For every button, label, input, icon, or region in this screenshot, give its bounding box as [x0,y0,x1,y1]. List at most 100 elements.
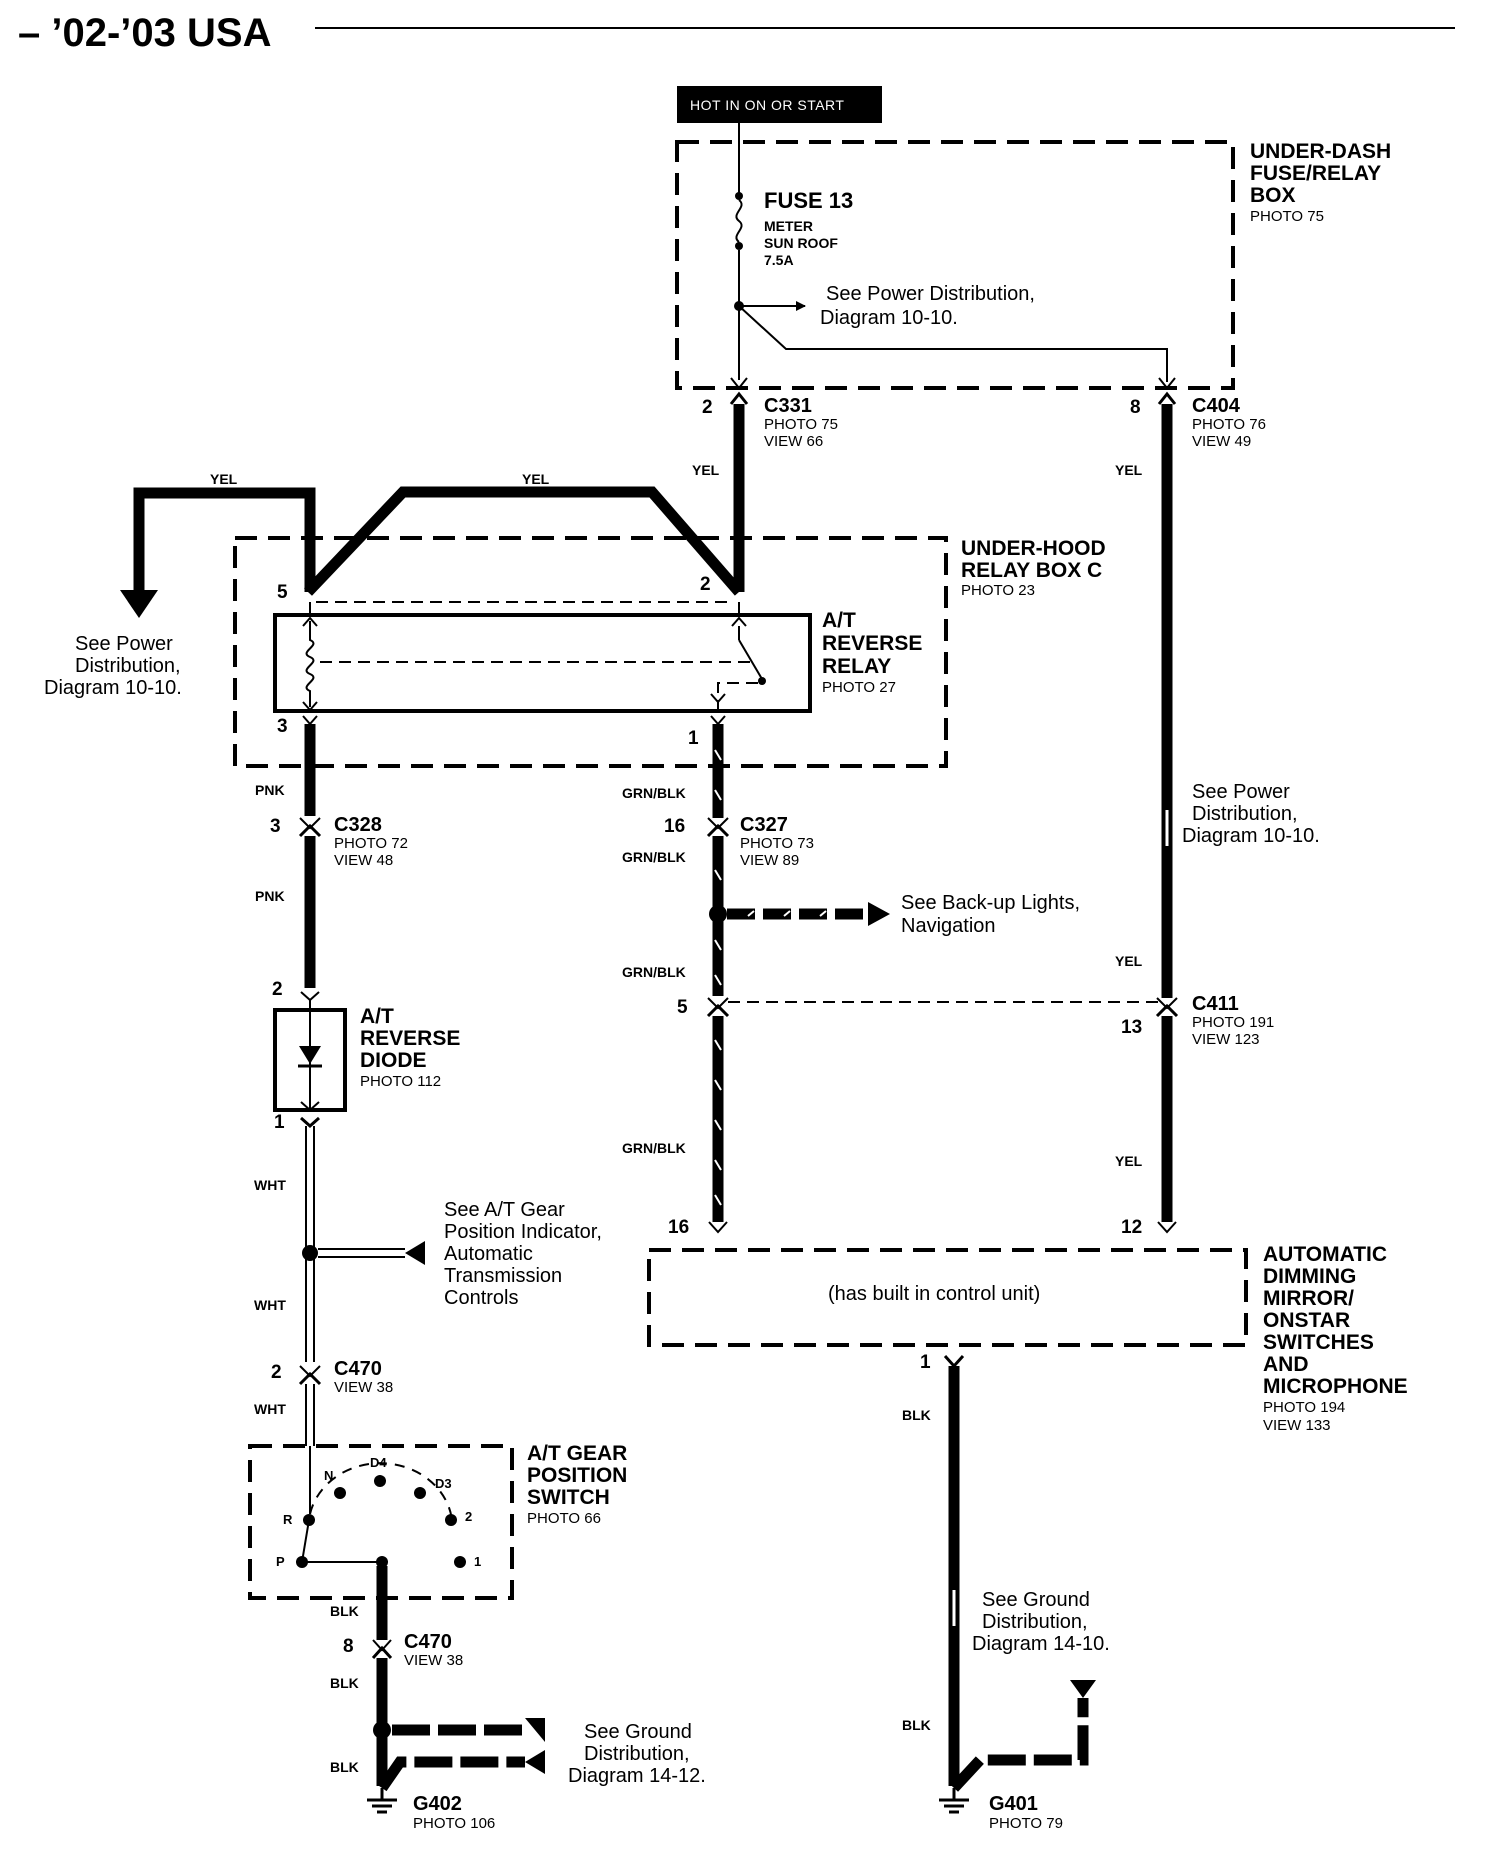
fuse-line-meter: METER [764,218,813,234]
svg-text:PHOTO 194: PHOTO 194 [1263,1399,1345,1416]
reverse-relay-label: A/T REVERSE RELAY PHOTO 27 [822,609,922,696]
mirror-pin16-terminal-icon [708,1221,728,1234]
backup-splice-point [709,905,727,923]
power-dist-left-arrow [120,590,158,618]
diode-top-terminal-icon [300,991,320,1002]
pin3-terminal-icon [302,715,318,726]
wire-label-pnk-1: PNK [255,782,285,798]
relay-box-pin-3: 3 [277,716,288,737]
svg-text:PHOTO 75: PHOTO 75 [1250,208,1324,225]
fuse-line-rating: 7.5A [764,252,794,268]
relay-box-pin-1: 1 [688,728,699,749]
g401-photo: PHOTO 79 [989,1815,1063,1832]
gear-point-d3-icon [414,1487,426,1499]
ground-left-note-3: Diagram 14-12. [568,1765,706,1787]
wire-label-grnblk-4: GRN/BLK [622,1140,686,1156]
gear-contact-points [296,1475,466,1568]
gear-point-n-icon [334,1487,346,1499]
ground-left-note-1: See Ground [584,1721,692,1743]
c331-male-icon [729,391,749,405]
page-title: – ’02-’03 USA [18,11,271,55]
g402-name: G402 [413,1793,462,1815]
wire-label-wht-1: WHT [254,1177,286,1193]
ground-g402-icon [367,1788,397,1814]
c411-name: C411 [1192,993,1239,1015]
gear-indicator-note-1: See A/T Gear [444,1199,565,1221]
wire-label-yel-6: YEL [1115,1153,1143,1169]
mirror-pin-right: 12 [1121,1217,1142,1238]
svg-text:UNDER-DASH: UNDER-DASH [1250,140,1391,163]
c328-photo: PHOTO 72 [334,835,408,852]
svg-text:VIEW 133: VIEW 133 [1263,1417,1331,1434]
gear-label-1: 1 [474,1554,481,1569]
c411-pin-left: 5 [677,997,688,1018]
c411-view: VIEW 123 [1192,1031,1260,1048]
c404-photo: PHOTO 76 [1192,416,1266,433]
ground-g401-icon [939,1788,969,1814]
switch-bottom-terminal-icon [710,693,726,704]
diode-bottom-terminal-icon [300,1101,320,1112]
g402-splice-point [373,1721,391,1739]
power-left-note-2: Distribution, [75,655,181,677]
gear-switch-label: A/T GEAR POSITION SWITCH PHOTO 66 [527,1442,627,1527]
wire-label-blk-3: BLK [330,1759,359,1775]
underdash-fuse-relay-box [675,140,1235,390]
c404-pin: 8 [1130,397,1141,418]
svg-text:AND: AND [1263,1353,1309,1376]
auto-dimming-mirror-box [647,1248,1248,1347]
svg-text:MICROPHONE: MICROPHONE [1263,1375,1408,1398]
svg-text:FUSE/RELAY: FUSE/RELAY [1250,162,1381,185]
gear-label-n: N [324,1468,333,1483]
c331-female-icon [730,377,748,390]
ground-right-note-3: Diagram 14-10. [972,1633,1110,1655]
c404-male-icon [1157,391,1177,405]
mirror-pin1-terminal-icon [943,1354,965,1369]
wire-label-grnblk-2: GRN/BLK [622,849,686,865]
c327-pin: 16 [664,816,685,837]
c470a-name: C470 [334,1358,382,1380]
c328-view: VIEW 48 [334,852,393,869]
power-right-note-3: Diagram 10-10. [1182,825,1320,847]
power-left-note-3: Diagram 10-10. [44,677,182,699]
c327-name: C327 [740,814,788,836]
power-left-note-1: See Power [75,633,173,655]
reverse-diode-label: A/T REVERSE DIODE PHOTO 112 [360,1005,460,1090]
diode-icon [299,1046,321,1064]
gear-label-d4: D4 [370,1455,387,1470]
relay-coil-icon [305,621,315,707]
svg-text:BOX: BOX [1250,184,1296,207]
c404-feed-wire [738,305,1168,382]
wire-label-yel-3: YEL [210,471,238,487]
c404-view: VIEW 49 [1192,433,1251,450]
backup-note-2: Navigation [901,915,996,937]
svg-text:AUTOMATIC: AUTOMATIC [1263,1243,1387,1266]
reverse-relay-box [273,613,812,713]
coil-top-terminal-icon [302,616,318,627]
c328-pin: 3 [270,816,281,837]
underdash-power-note-2: Diagram 10-10. [820,307,958,329]
c411-photo: PHOTO 191 [1192,1014,1274,1031]
c470a-pin: 2 [271,1362,282,1383]
g402-photo: PHOTO 106 [413,1815,495,1832]
backup-arrow [868,902,890,926]
fuse-13-title: FUSE 13 [764,188,853,213]
gear-point-2-icon [445,1514,457,1526]
svg-text:MIRROR/: MIRROR/ [1263,1287,1354,1310]
svg-text:DIODE: DIODE [360,1049,427,1072]
c404-female-icon [1158,377,1176,390]
g401-name: G401 [989,1793,1038,1815]
svg-text:SWITCHES: SWITCHES [1263,1331,1374,1354]
wht-terminal-icon [300,1116,320,1129]
gear-indicator-note-5: Controls [444,1287,518,1309]
wire-label-yel-4: YEL [1115,462,1143,478]
ground-right-note-2: Distribution, [982,1611,1088,1633]
gear-switch-common-icon [376,1556,388,1568]
relay-switch-output [717,682,758,702]
relay-box-c-label: UNDER-HOOD RELAY BOX C PHOTO 23 [961,537,1106,599]
svg-text:REVERSE: REVERSE [822,632,922,655]
svg-text:RELAY: RELAY [822,655,891,678]
gear-indicator-note-2: Position Indicator, [444,1221,602,1243]
power-source-box [677,86,882,123]
wire-label-yel-5: YEL [1115,953,1143,969]
